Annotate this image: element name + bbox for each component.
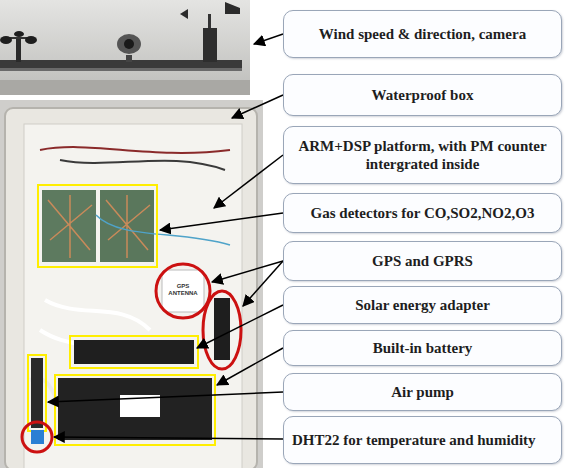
callout-text: GPS and GPRS bbox=[292, 252, 553, 270]
box-photo bbox=[0, 100, 263, 468]
callout-box: Solar energy adapter bbox=[283, 286, 562, 324]
callout-box: GPS and GPRS bbox=[283, 241, 562, 281]
sensor-photo bbox=[0, 0, 250, 95]
leader-arrows bbox=[48, 34, 283, 439]
callout-text: Solar energy adapter bbox=[292, 296, 553, 314]
callout-box: Wind speed & direction, camera bbox=[283, 10, 562, 58]
callout-text: Waterproof box bbox=[292, 86, 553, 104]
callout-text: ARM+DSP platform, with PM counter interg… bbox=[292, 137, 553, 173]
callout-box: Built-in battery bbox=[283, 330, 562, 366]
callout-box: Gas detectors for CO,SO2,NO2,O3 bbox=[283, 193, 562, 233]
callout-text: Built-in battery bbox=[292, 339, 553, 357]
callout-text: DHT22 for temperature and humidity bbox=[292, 431, 553, 449]
callout-box: Air pump bbox=[283, 373, 562, 411]
callout-text: Wind speed & direction, camera bbox=[292, 25, 553, 43]
callout-box: Waterproof box bbox=[283, 74, 562, 116]
callout-box: DHT22 for temperature and humidity bbox=[283, 416, 562, 464]
callout-box: ARM+DSP platform, with PM counter interg… bbox=[283, 126, 562, 184]
sticker-label: GPS ANTENNA bbox=[164, 283, 202, 296]
callout-text: Gas detectors for CO,SO2,NO2,O3 bbox=[292, 204, 553, 222]
callout-text: Air pump bbox=[292, 383, 553, 401]
